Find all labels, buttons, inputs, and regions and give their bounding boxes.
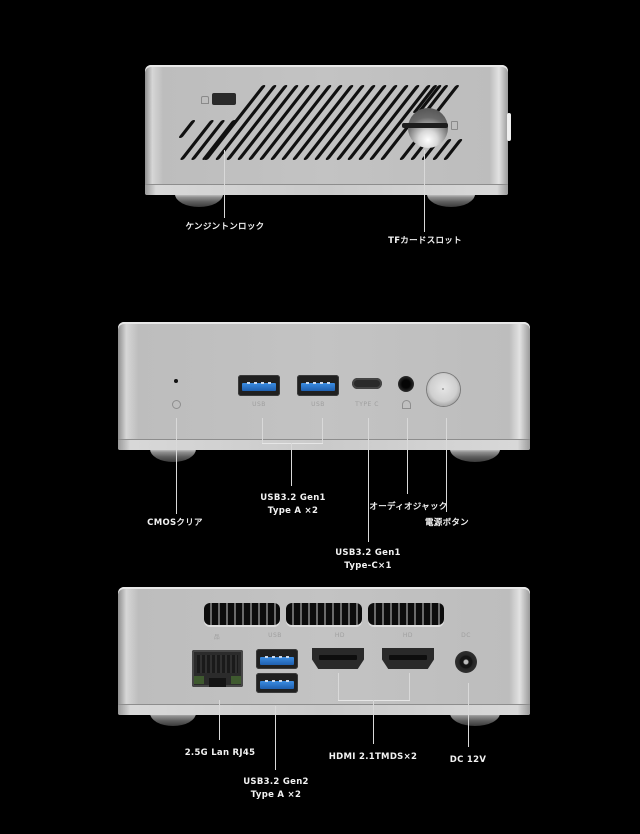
- embossed-dc: DC: [461, 632, 471, 639]
- foot-left: [150, 449, 196, 462]
- label-usb-c-line2: Type-C×1: [344, 561, 392, 571]
- label-power-button: 電源ボタン: [424, 518, 469, 528]
- reset-icon: [172, 400, 181, 409]
- headphone-icon: [402, 400, 411, 409]
- usb-a-gen2-port-1: [256, 649, 298, 669]
- lan-led-right: [231, 676, 241, 684]
- usb-a-port-1: [238, 375, 280, 396]
- embossed-usb-2: USB: [311, 401, 325, 408]
- label-usb-gen2-line2: Type A ×2: [250, 790, 302, 800]
- rear-vent-1: [204, 603, 280, 625]
- usb-c-port: [352, 378, 382, 389]
- foot-right: [450, 449, 500, 462]
- label-tf-card-slot: TFカードスロット: [388, 236, 462, 246]
- lan-led-left: [194, 676, 204, 684]
- rear-vent-2: [286, 603, 362, 625]
- label-hdmi: HDMI 2.1TMDS×2: [328, 752, 418, 762]
- embossed-type-c: TYPE C: [355, 401, 379, 408]
- embossed-lan-icon: 品: [213, 634, 221, 641]
- embossed-hdmi-1: HD: [334, 632, 346, 639]
- hdmi-port-1: [312, 648, 364, 669]
- power-led: [442, 388, 444, 390]
- lock-icon: [201, 96, 209, 104]
- cmos-clear-pinhole: [174, 379, 178, 383]
- hdmi-port-2: [382, 648, 434, 669]
- mini-pc-front: USB USB TYPE C: [118, 322, 530, 450]
- tf-card-light: [408, 108, 448, 148]
- label-cmos-clear: CMOSクリア: [147, 518, 203, 528]
- label-dc: DC 12V: [449, 755, 487, 765]
- mini-pc-side: [145, 65, 511, 195]
- embossed-usb-1: USB: [252, 401, 266, 408]
- label-usb-c-line1: USB3.2 Gen1: [335, 548, 401, 558]
- tf-card-slot: [402, 123, 448, 128]
- label-lan: 2.5G Lan RJ45: [184, 748, 256, 758]
- side-edge-button: [507, 113, 511, 141]
- label-usb-gen2-line1: USB3.2 Gen2: [243, 777, 309, 787]
- foot-left: [150, 713, 196, 726]
- label-kensington-lock: ケンジントンロック: [185, 222, 265, 232]
- dc-power-jack: [455, 651, 477, 673]
- kensington-lock-slot: [212, 93, 236, 105]
- embossed-hdmi-2: HD: [402, 632, 414, 639]
- label-audio-jack: オーディオジャック: [369, 502, 448, 512]
- audio-jack: [398, 376, 414, 392]
- foot-right: [450, 713, 500, 726]
- usb-a-gen2-port-2: [256, 673, 298, 693]
- embossed-usb: USB: [268, 632, 282, 639]
- mini-pc-rear: 品 USB HD HD DC: [118, 587, 530, 715]
- label-usb-a-line1: USB3.2 Gen1: [260, 493, 326, 503]
- foot-left: [175, 194, 223, 207]
- label-usb-a-line2: Type A ×2: [267, 506, 319, 516]
- rj45-lan-port: [192, 650, 243, 687]
- usb-a-port-2: [297, 375, 339, 396]
- sd-card-icon: [451, 121, 458, 130]
- foot-right: [427, 194, 475, 207]
- rear-vent-3: [368, 603, 444, 625]
